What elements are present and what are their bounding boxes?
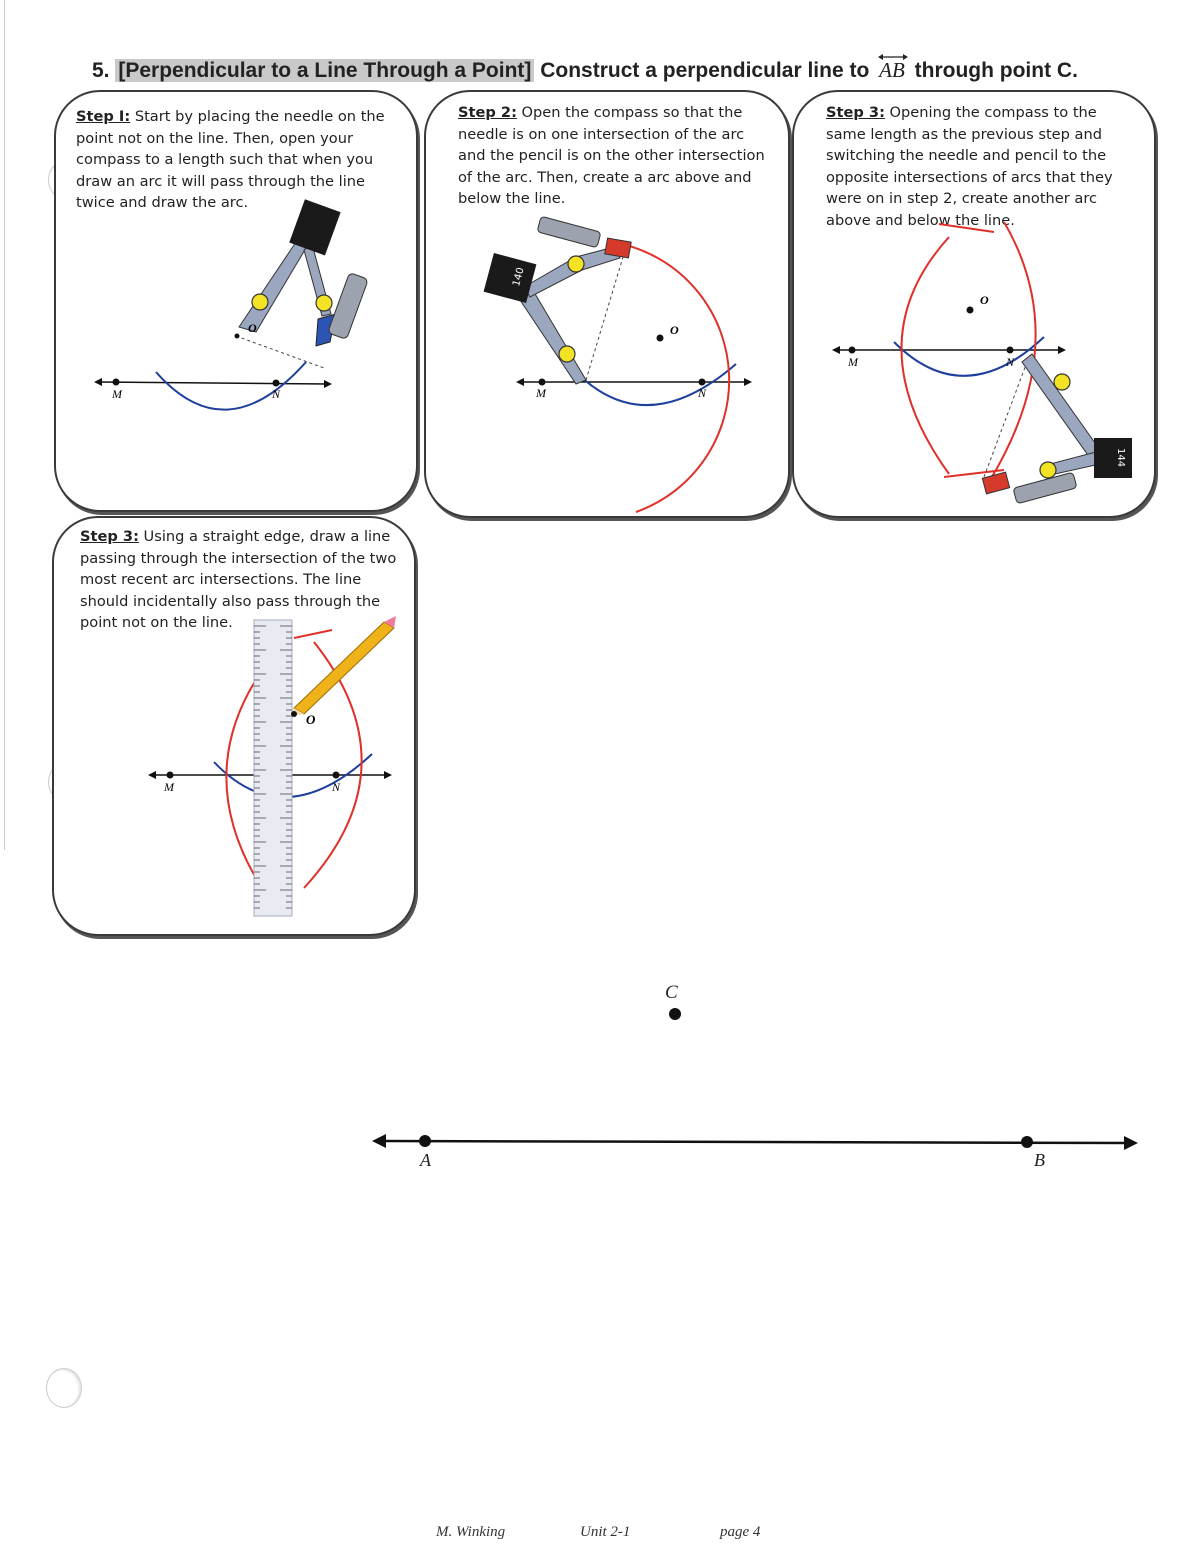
step-1-card: Step I: Start by placing the needle on t…	[54, 90, 418, 512]
step-1-label-o: O	[248, 321, 257, 335]
step-1-label-m: M	[111, 387, 123, 401]
step-2-card: Step 2: Open the compass so that the nee…	[424, 90, 790, 518]
step-2-label-m: M	[535, 386, 547, 400]
ruler-ticks	[254, 625, 292, 909]
step-4-diagram: M N O	[148, 616, 396, 917]
step-2-diagram: 140 M N O	[483, 216, 752, 513]
binder-hole-bottom	[46, 1368, 82, 1408]
footer-page: page 4	[720, 1524, 761, 1540]
point-c-label: C	[665, 982, 678, 1003]
line-ab	[379, 1139, 1131, 1145]
step-3-label-o: O	[980, 293, 989, 307]
problem-title: 5. [Perpendicular to a Line Through a Po…	[92, 54, 1078, 83]
point-c	[669, 1008, 681, 1020]
step-1-label-n: N	[271, 387, 281, 401]
step-3-label-m: M	[847, 355, 859, 369]
step-4-label-n: N	[331, 780, 341, 794]
arrow-right-icon	[1124, 1136, 1138, 1150]
step-3-body: Opening the compass to the same length a…	[826, 104, 1113, 229]
step-3-card: Step 3: Opening the compass to the same …	[792, 90, 1156, 518]
step-1-text: Step I: Start by placing the needle on t…	[76, 106, 386, 214]
step-2-label-o: O	[670, 323, 679, 337]
line-ab-notation: AB	[878, 54, 909, 83]
step-3-diagram: 144 M N O	[832, 221, 1132, 504]
step-4-label-o: O	[306, 712, 316, 727]
step-3-label-n: N	[1005, 355, 1015, 369]
arrow-left-icon	[372, 1134, 386, 1148]
construction-area: C A B	[372, 982, 1138, 1170]
step-4-text: Step 3: Using a straight edge, draw a li…	[80, 526, 398, 634]
step-2-label-n: N	[697, 386, 707, 400]
step-1-label: Step I:	[76, 108, 131, 125]
point-a	[419, 1135, 431, 1147]
footer-unit: Unit 2-1	[580, 1524, 631, 1540]
step-3-text: Step 3: Opening the compass to the same …	[826, 102, 1138, 231]
point-b-label: B	[1034, 1150, 1045, 1170]
instruction-after: through point C.	[914, 59, 1078, 82]
step-4-label: Step 3:	[80, 528, 139, 545]
problem-topic: [Perpendicular to a Line Through a Point…	[115, 59, 535, 82]
step-2-label: Step 2:	[458, 104, 517, 121]
double-arrow-icon	[878, 54, 909, 60]
point-b	[1021, 1136, 1033, 1148]
point-a-label: A	[419, 1150, 432, 1170]
step-4-label-m: M	[163, 780, 175, 794]
step-4-card: Step 3: Using a straight edge, draw a li…	[52, 516, 416, 936]
footer-author: M. Winking	[436, 1524, 506, 1540]
step-3-dial-label: 144	[1115, 448, 1126, 467]
problem-number: 5.	[92, 59, 110, 82]
step-2-body: Open the compass so that the needle is o…	[458, 104, 765, 207]
step-2-text: Step 2: Open the compass so that the nee…	[458, 102, 770, 210]
step-4-body: Using a straight edge, draw a line passi…	[80, 528, 397, 631]
instruction-before: Construct a perpendicular line to	[540, 59, 870, 82]
step-3-label: Step 3:	[826, 104, 885, 121]
step-1-body: Start by placing the needle on the point…	[76, 108, 385, 211]
line-ab-label: AB	[879, 58, 905, 82]
step-2-dial-label: 140	[511, 266, 527, 287]
margin-line	[4, 0, 5, 850]
step-1-diagram: M N O	[94, 199, 368, 411]
